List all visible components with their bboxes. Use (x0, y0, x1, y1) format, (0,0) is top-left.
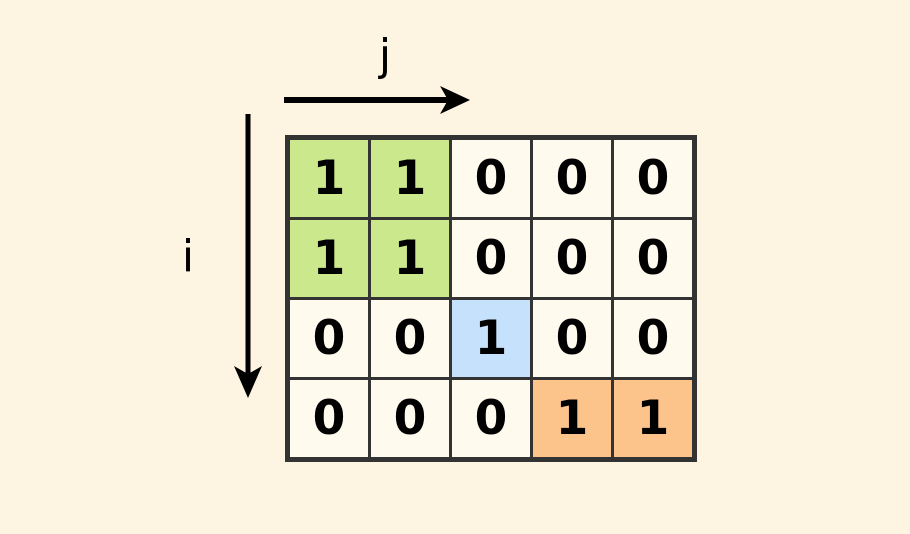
matrix-grid-body: 1 1 0 0 0 1 1 0 0 0 0 0 1 0 0 0 (287, 137, 695, 460)
matrix-cell[interactable]: 0 (287, 297, 371, 380)
matrix-cell[interactable]: 0 (530, 297, 614, 380)
matrix-cell[interactable]: 0 (611, 137, 695, 220)
matrix-cell[interactable]: 0 (530, 137, 614, 220)
matrix-cell[interactable]: 1 (287, 137, 371, 220)
table-row: 1 1 0 0 0 (287, 217, 695, 300)
table-row: 1 1 0 0 0 (287, 137, 695, 220)
matrix-cell[interactable]: 1 (449, 297, 533, 380)
matrix-cell[interactable]: 0 (611, 217, 695, 300)
matrix-cell[interactable]: 0 (287, 377, 371, 460)
matrix-cell[interactable]: 1 (368, 217, 452, 300)
matrix-cell[interactable]: 0 (368, 297, 452, 380)
matrix-cell[interactable]: 0 (530, 217, 614, 300)
matrix-cell[interactable]: 1 (530, 377, 614, 460)
matrix-grid: 1 1 0 0 0 1 1 0 0 0 0 0 1 0 0 0 (285, 135, 697, 462)
row-axis-arrow-icon (228, 112, 268, 404)
row-axis-label: i (181, 231, 195, 282)
table-row: 0 0 1 0 0 (287, 297, 695, 380)
column-axis-label: j (378, 30, 392, 81)
matrix-cell[interactable]: 1 (287, 217, 371, 300)
matrix-cell[interactable]: 0 (368, 377, 452, 460)
matrix-cell[interactable]: 0 (611, 297, 695, 380)
matrix-cell[interactable]: 0 (449, 217, 533, 300)
column-axis-arrow-icon (282, 80, 478, 120)
matrix-cell[interactable]: 1 (611, 377, 695, 460)
matrix-cell[interactable]: 1 (368, 137, 452, 220)
matrix-cell[interactable]: 0 (449, 377, 533, 460)
table-row: 0 0 0 1 1 (287, 377, 695, 460)
matrix-cell[interactable]: 0 (449, 137, 533, 220)
